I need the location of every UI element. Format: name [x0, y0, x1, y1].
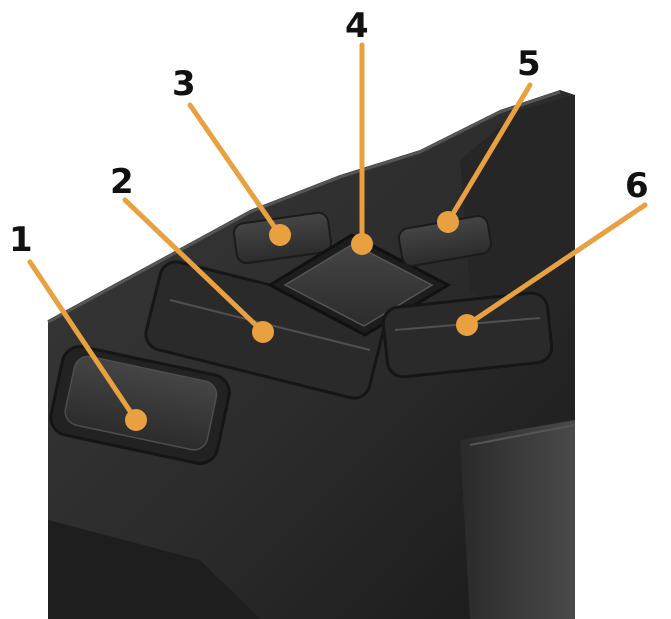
callout-label-5: 5	[517, 44, 541, 84]
callout-dot-3	[269, 224, 291, 246]
callout-dot-5	[437, 211, 459, 233]
callout-label-1: 1	[9, 220, 33, 260]
callout-line-6	[464, 202, 648, 328]
callout-dot-6	[456, 314, 478, 336]
callout-labels: 1 2 3 4 5 6	[9, 6, 649, 260]
callout-dot-4	[351, 233, 373, 255]
callout-label-3: 3	[172, 64, 196, 104]
callout-line-5	[445, 82, 533, 225]
callout-label-6: 6	[625, 166, 649, 206]
callout-line-1	[27, 259, 139, 423]
callout-line-3	[187, 102, 283, 238]
callout-label-4: 4	[345, 6, 369, 46]
button-left-large[interactable]	[48, 343, 233, 466]
callout-label-2: 2	[110, 162, 134, 202]
callout-dot-1	[125, 409, 147, 431]
callout-leaders	[27, 42, 648, 431]
callout-line-2	[122, 197, 266, 335]
callout-dot-2	[252, 321, 274, 343]
